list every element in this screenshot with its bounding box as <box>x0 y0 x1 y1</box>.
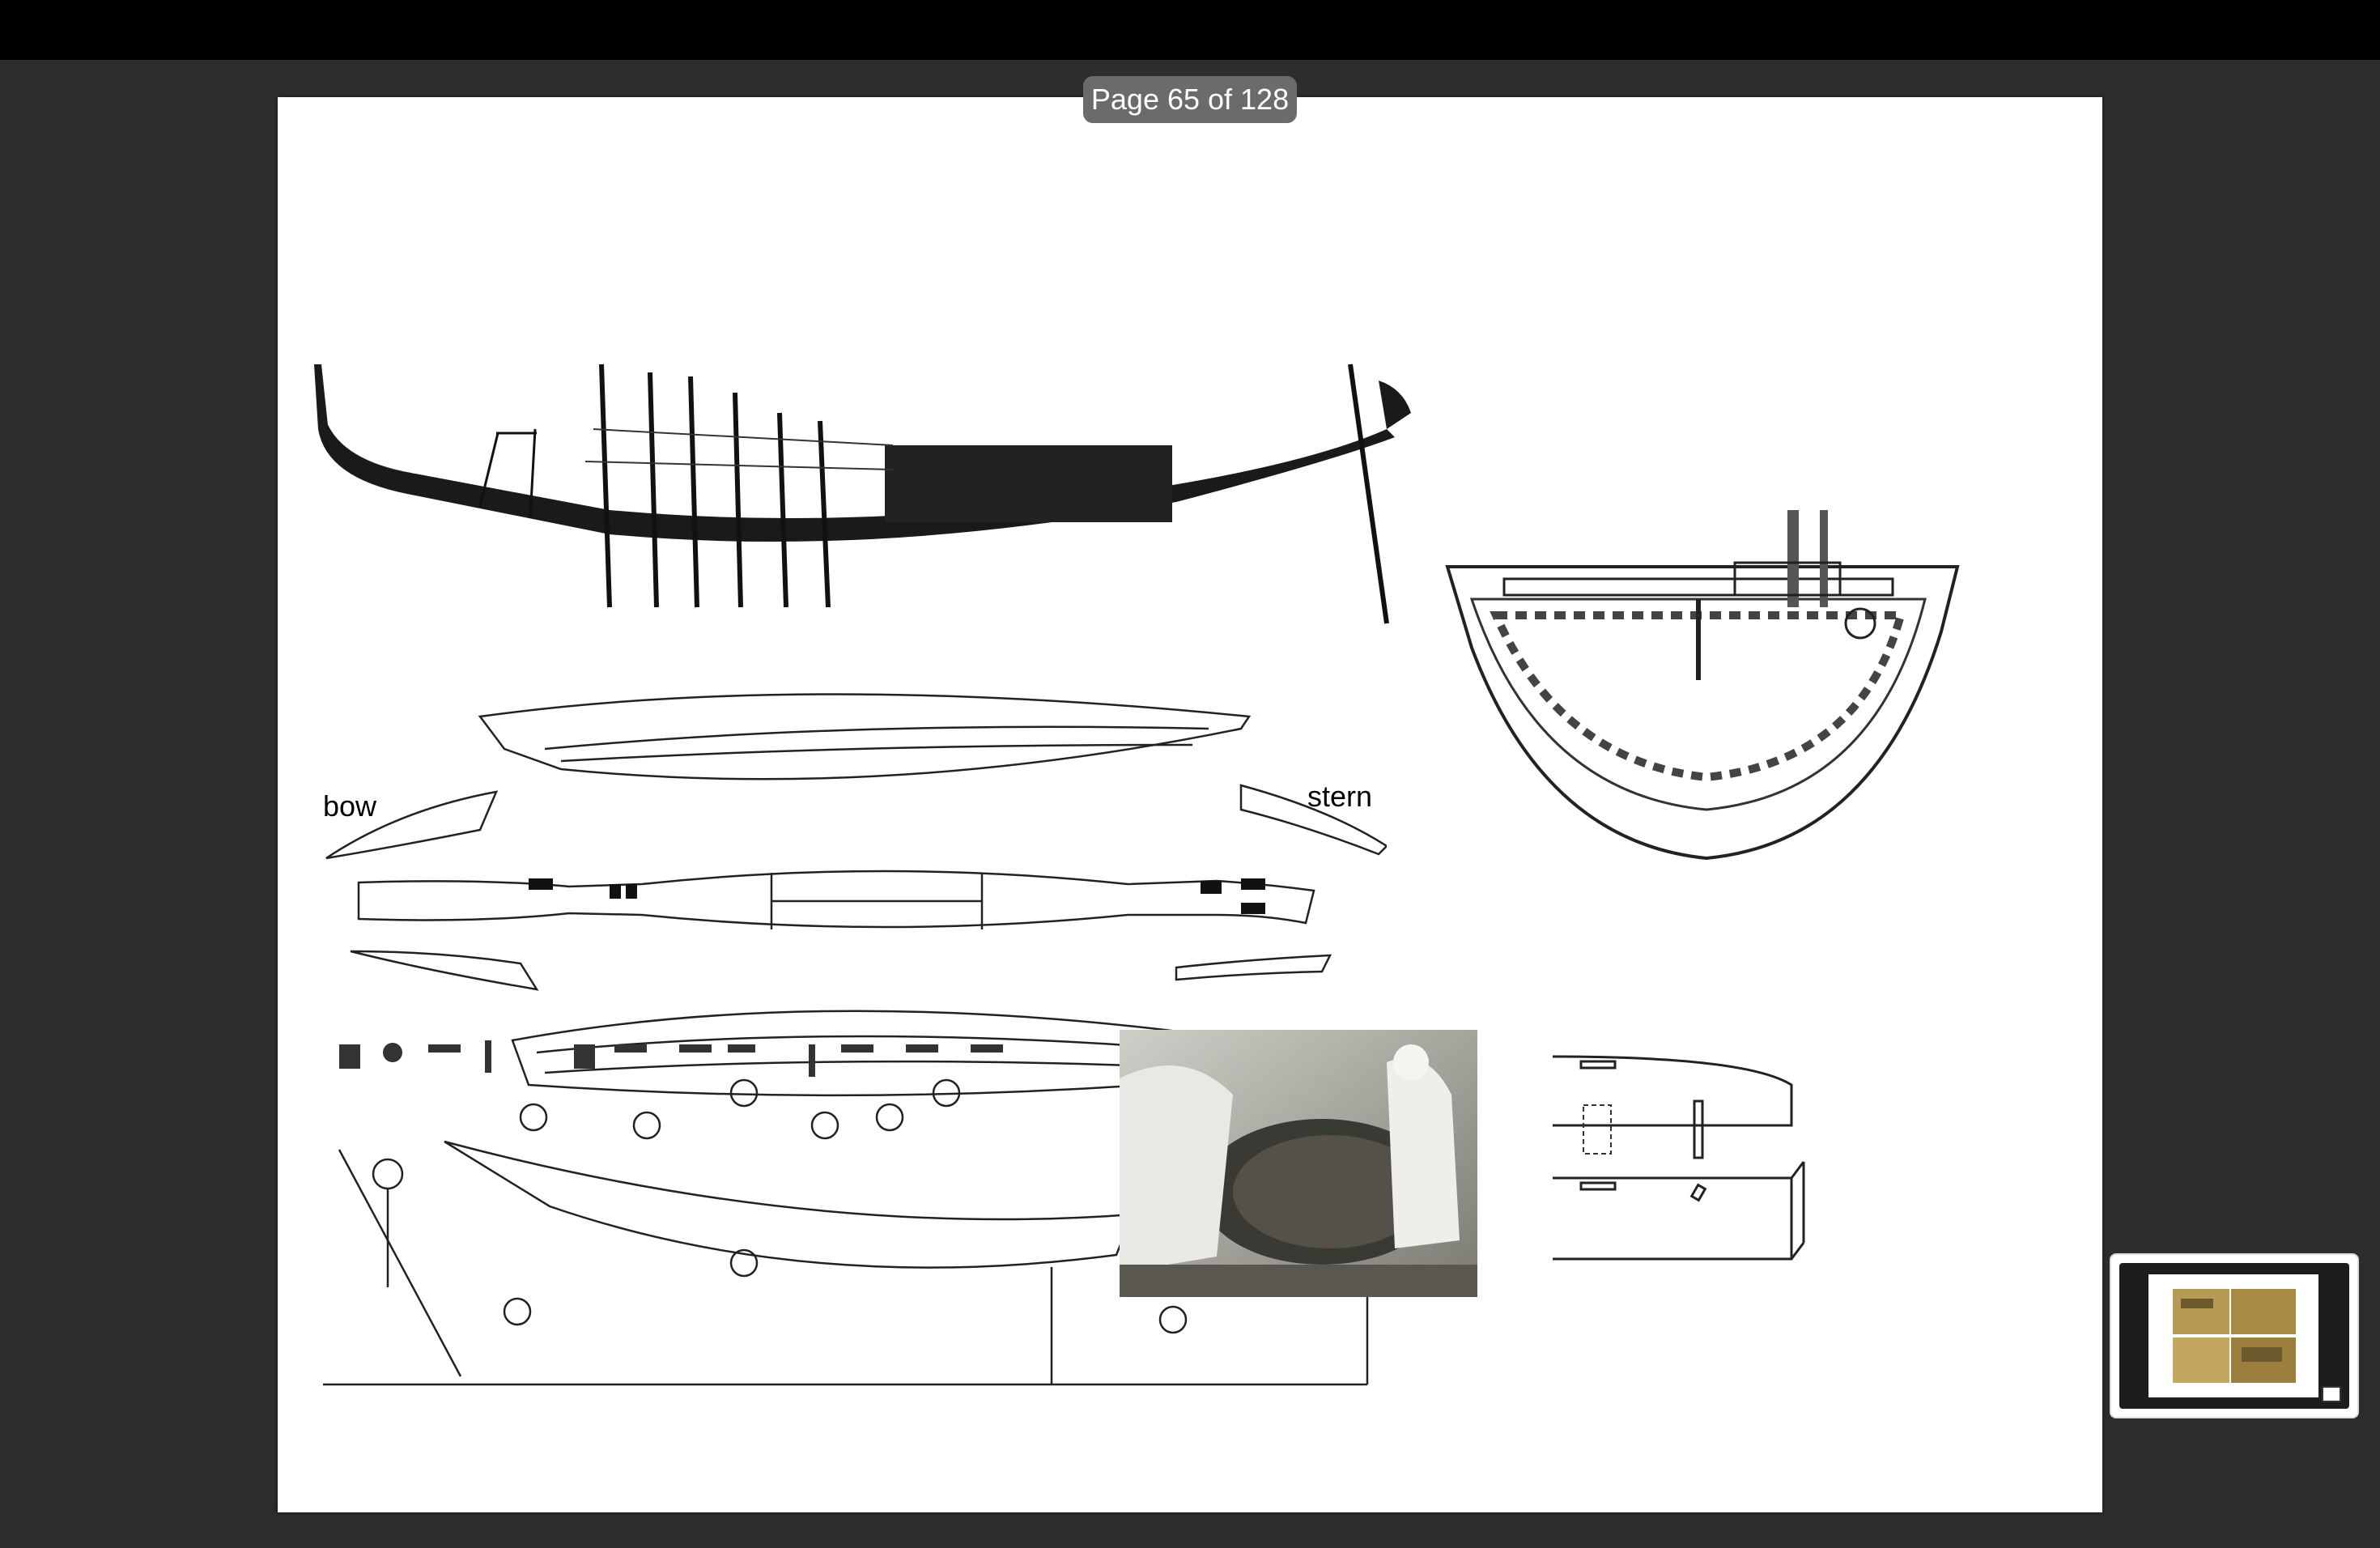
page-thumbnail-panel[interactable] <box>2110 1253 2359 1418</box>
excavation-photo <box>1120 1030 1477 1297</box>
hull-cross-section-drawing <box>1445 510 1960 861</box>
hull-planking-plan-drawing <box>325 693 1387 1097</box>
thumbnail-resize-icon[interactable] <box>2322 1386 2341 1402</box>
thumbnail-preview-image <box>2173 1289 2296 1383</box>
bow-label: bow <box>323 789 377 823</box>
thumbnail-page-preview <box>2148 1274 2318 1397</box>
document-page: bow stern <box>278 97 2102 1512</box>
window-top-bar <box>0 0 2380 60</box>
egyptian-relief-drawing <box>323 1036 1369 1386</box>
page-indicator: Page 65 of 128 <box>1083 76 1297 123</box>
boat-elevation-drawing <box>314 364 1411 624</box>
page-thumbnail[interactable] <box>2119 1263 2349 1409</box>
mortise-tenon-joinery-drawing <box>1552 1055 1805 1261</box>
stern-label: stern <box>1307 780 1373 813</box>
